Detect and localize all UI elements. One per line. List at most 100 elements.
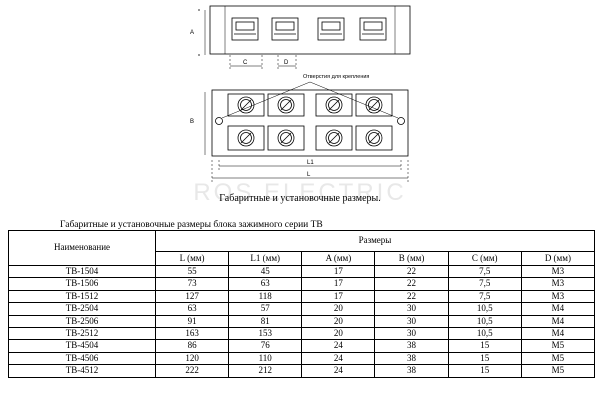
column-header: D (мм) — [520, 251, 596, 266]
dimension-cell: M4 — [520, 327, 596, 341]
dimension-cell: 20 — [301, 327, 376, 341]
column-group-sizes: Размеры — [155, 230, 595, 252]
model-name-cell: ТВ-2512 — [8, 327, 156, 341]
table-title: Габаритные и установочные размеры блока … — [60, 220, 323, 230]
dimension-cell: 7,5 — [447, 289, 522, 304]
dimension-cell: 7,5 — [447, 264, 522, 279]
dimension-cell: 24 — [301, 351, 376, 366]
column-header: C (мм) — [447, 251, 522, 266]
dimension-cell: 30 — [374, 314, 449, 329]
dimension-cell: 63 — [228, 277, 303, 291]
dimension-cell: 76 — [228, 339, 303, 353]
terminal-upper — [315, 93, 353, 117]
dimension-cell: 17 — [301, 264, 376, 279]
dimension-cell: 10,5 — [447, 302, 522, 316]
dimension-cell: 10,5 — [447, 314, 522, 329]
dimension-cell: 17 — [301, 277, 376, 291]
column-header-name: Наименование — [8, 230, 156, 266]
dimension-cell: 30 — [374, 327, 449, 341]
label-holes: Отверстия для крепления — [303, 74, 369, 80]
model-name-cell: ТВ-4504 — [8, 339, 156, 353]
model-name-cell: ТВ-1506 — [8, 277, 156, 291]
dimension-cell: 163 — [154, 327, 230, 341]
top-module — [271, 17, 299, 41]
top-module — [317, 17, 345, 41]
dimension-cell: 57 — [228, 302, 303, 316]
column-header: A (мм) — [301, 251, 376, 266]
dimension-cell: 86 — [154, 339, 230, 353]
dimension-cell: M4 — [520, 302, 596, 316]
drawing-caption: Габаритные и установочные размеры. — [219, 193, 381, 204]
terminal-lower — [315, 125, 353, 151]
dimension-cell: 17 — [301, 289, 376, 304]
dimension-cell: 120 — [154, 351, 230, 366]
model-name-cell: ТВ-2504 — [8, 302, 156, 316]
column-header: L (мм) — [154, 251, 230, 266]
label-b: B — [190, 119, 194, 125]
label-c: C — [243, 60, 248, 66]
dimension-cell: M3 — [520, 264, 596, 279]
dimension-cell: 38 — [374, 351, 449, 366]
dimension-cell: 45 — [228, 264, 303, 279]
model-name-cell: ТВ-1512 — [8, 289, 156, 304]
dimension-cell: 81 — [228, 314, 303, 329]
model-name-cell: ТВ-2506 — [8, 314, 156, 329]
dimension-cell: 24 — [301, 339, 376, 353]
column-header: B (мм) — [374, 251, 449, 266]
terminal-lower — [355, 125, 393, 151]
label-a: A — [190, 30, 194, 36]
dimension-cell: 15 — [447, 339, 522, 353]
dimension-cell: 38 — [374, 339, 449, 353]
technical-drawing: A B C D Отверстия для крепления L1 L ROS… — [190, 5, 411, 200]
terminal-upper — [355, 93, 393, 117]
model-name-cell: ТВ-4506 — [8, 351, 156, 366]
dimension-cell: 22 — [374, 289, 449, 304]
dimension-cell: 91 — [154, 314, 230, 329]
dimension-cell: M5 — [520, 364, 596, 378]
dimension-cell: 110 — [228, 351, 303, 366]
dimension-cell: 22 — [374, 264, 449, 279]
top-module — [231, 17, 259, 41]
dimension-cell: 73 — [154, 277, 230, 291]
dimension-cell: 38 — [374, 364, 449, 378]
dimension-cell: M4 — [520, 314, 596, 329]
dimension-cell: M5 — [520, 351, 596, 366]
dimension-cell: M5 — [520, 339, 596, 353]
label-l1: L1 — [307, 160, 314, 166]
dimension-cell: 24 — [301, 364, 376, 378]
dimension-cell: 222 — [154, 364, 230, 378]
dimension-cell: M3 — [520, 289, 596, 304]
model-name-cell: ТВ-1504 — [8, 264, 156, 279]
top-view — [198, 5, 411, 70]
terminal-upper — [267, 93, 305, 117]
dimension-cell: 118 — [228, 289, 303, 304]
dimension-cell: 30 — [374, 302, 449, 316]
dimension-cell: 153 — [228, 327, 303, 341]
dimension-cell: 20 — [301, 314, 376, 329]
label-l: L — [307, 172, 311, 178]
dimension-cell: 10,5 — [447, 327, 522, 341]
model-name-cell: ТВ-4512 — [8, 364, 156, 378]
terminal-lower — [227, 125, 265, 151]
dimension-cell: 212 — [228, 364, 303, 378]
dimension-cell: 63 — [154, 302, 230, 316]
terminal-lower — [267, 125, 305, 151]
dimension-cell: 127 — [154, 289, 230, 304]
label-d: D — [284, 60, 289, 66]
dimension-cell: 55 — [154, 264, 230, 279]
top-module — [359, 17, 387, 41]
dimension-cell: 15 — [447, 351, 522, 366]
terminal-upper — [227, 93, 265, 117]
dimension-cell: 20 — [301, 302, 376, 316]
bottom-view — [204, 81, 409, 182]
watermark: ROS ELECTRIC — [193, 179, 406, 200]
dimension-cell: 15 — [447, 364, 522, 378]
